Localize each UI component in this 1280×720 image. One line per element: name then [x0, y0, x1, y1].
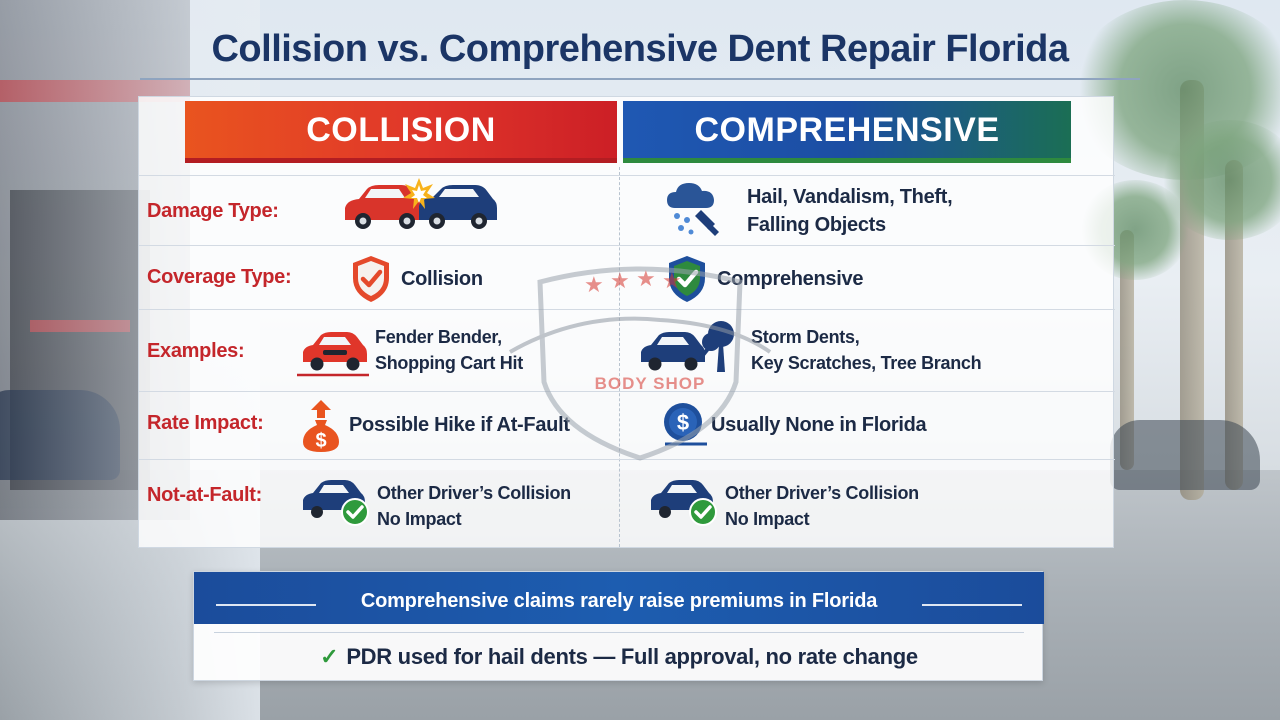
comprehensive-rate-impact: Usually None in Florida: [711, 414, 927, 436]
car-check-icon: [651, 480, 717, 526]
comprehensive-examples-line1: Storm Dents,: [751, 327, 860, 347]
comprehensive-header: COMPREHENSIVE: [623, 101, 1071, 163]
background-car-right: [1110, 420, 1260, 490]
svg-text:$: $: [315, 430, 326, 452]
summary-banner: Comprehensive claims rarely raise premiu…: [193, 571, 1044, 681]
row-rate-impact: Rate Impact: $ Possible Hike if At-Fault…: [139, 391, 1115, 459]
row-label: Damage Type:: [147, 200, 279, 222]
row-label: Rate Impact:: [147, 412, 264, 434]
row-label: Coverage Type:: [147, 266, 292, 288]
comparison-table: COLLISION COMPREHENSIVE Damage Type: Hai…: [138, 96, 1115, 548]
comprehensive-not-at-fault-line1: Other Driver’s Collision: [725, 483, 919, 503]
comprehensive-damage-type-line1: Hail, Vandalism, Theft,: [747, 186, 953, 208]
comprehensive-coverage: Comprehensive: [717, 268, 864, 290]
banner-rule-right: [922, 604, 1022, 606]
collision-not-at-fault-line2: No Impact: [377, 509, 462, 529]
shield-check-icon: [669, 256, 705, 302]
banner-detail-text: PDR used for hail dents — Full approval,…: [346, 644, 918, 669]
collision-examples-line1: Fender Bender,: [375, 327, 502, 347]
comprehensive-damage-type-line2: Falling Objects: [747, 214, 886, 236]
comprehensive-not-at-fault-line2: No Impact: [725, 509, 810, 529]
money-coin-icon: $: [664, 403, 707, 446]
row-not-at-fault: Not-at-Fault: Other Driver’s Collision N…: [139, 459, 1115, 547]
row-coverage-type: Coverage Type: Collision Comprehensive: [139, 245, 1115, 309]
banner-separator: [214, 632, 1024, 633]
svg-text:$: $: [677, 410, 689, 435]
page-title: Collision vs. Comprehensive Dent Repair …: [140, 18, 1140, 80]
car-check-icon: [303, 480, 369, 526]
collision-rate-impact: Possible Hike if At-Fault: [349, 414, 570, 436]
hail-storm-icon: [667, 183, 719, 236]
banner-headline: Comprehensive claims rarely raise premiu…: [360, 590, 878, 612]
row-label: Not-at-Fault:: [147, 484, 262, 506]
shield-check-icon: [353, 256, 389, 302]
collision-coverage: Collision: [401, 268, 483, 290]
banner-rule-left: [216, 604, 316, 606]
check-icon: ✓: [320, 644, 339, 669]
car-tree-icon: [641, 321, 734, 372]
collision-not-at-fault-line1: Other Driver’s Collision: [377, 483, 571, 503]
palm-trunk: [1120, 230, 1134, 470]
money-bag-up-icon: $: [303, 400, 339, 452]
damaged-car-icon: [297, 332, 369, 377]
row-damage-type: Damage Type: Hail, Vandalism, Theft, Fal…: [139, 175, 1115, 245]
crashed-cars-icon: [345, 178, 497, 229]
palm-trunk: [1225, 160, 1243, 490]
row-label: Examples:: [147, 340, 245, 362]
banner-headline-bar: Comprehensive claims rarely raise premiu…: [194, 572, 1044, 624]
banner-detail: ✓ PDR used for hail dents — Full approval…: [194, 638, 1044, 676]
comprehensive-examples-line2: Key Scratches, Tree Branch: [751, 353, 982, 373]
collision-examples-line2: Shopping Cart Hit: [375, 353, 523, 373]
collision-header: COLLISION: [185, 101, 617, 163]
row-examples: Examples: Fender Bender, Shopping Cart H…: [139, 309, 1115, 391]
